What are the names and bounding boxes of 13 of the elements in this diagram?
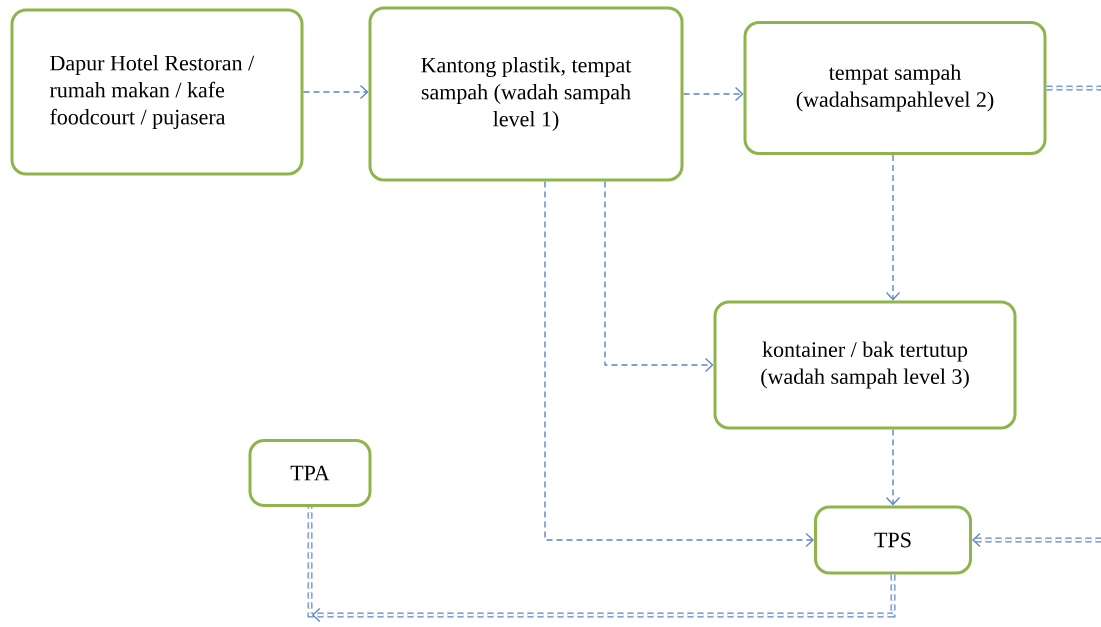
process-box: Dapur Hotel Restoran / rumah makan / kafe foodcourt / pujasera [10,8,304,176]
arrow [885,154,901,301]
arrow [972,85,1101,548]
process-box: kontainer / bak tertutup (wadah sampah level 3) [713,300,1017,430]
arrow [604,180,714,373]
process-box: TPA [248,439,372,507]
process-box: tempat sampah (wadahsampahlevel 2) [743,21,1047,155]
arrow [302,84,369,100]
process-box: Kantong plastik, tempat sampah (wadah sampah level 1) [368,6,684,182]
arrow [885,428,901,506]
arrow [544,180,814,548]
arrow [682,86,744,102]
process-box: TPS [814,505,972,575]
